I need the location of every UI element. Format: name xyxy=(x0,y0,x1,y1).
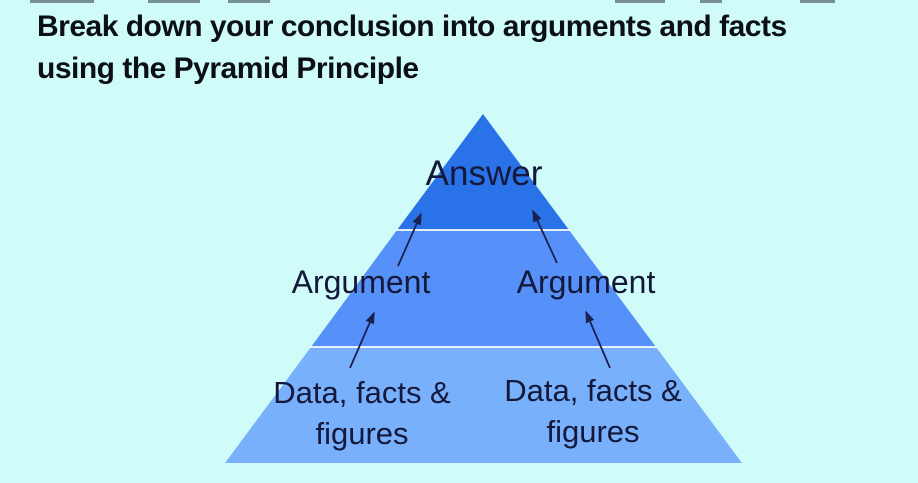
slide-title: Break down your conclusion into argument… xyxy=(37,10,787,85)
top-edge-artifacts xyxy=(0,0,918,3)
label-data-left: Data, facts & figures xyxy=(273,375,451,451)
arrow-argument-left-to-answer xyxy=(397,212,422,267)
arrow-data-left-to-argument xyxy=(349,311,375,369)
label-data-right: Data, facts & figures xyxy=(504,373,682,449)
pyramid-tier-middle xyxy=(311,230,656,347)
label-answer: Answer xyxy=(425,154,543,193)
arrow-data-right-to-argument xyxy=(585,310,611,369)
label-argument-right: Argument xyxy=(516,264,656,300)
pyramid-tier-bottom xyxy=(225,347,742,463)
label-argument-left: Argument xyxy=(291,264,431,300)
pyramid-tier-top xyxy=(397,114,569,230)
arrow-argument-right-to-answer xyxy=(532,209,558,264)
